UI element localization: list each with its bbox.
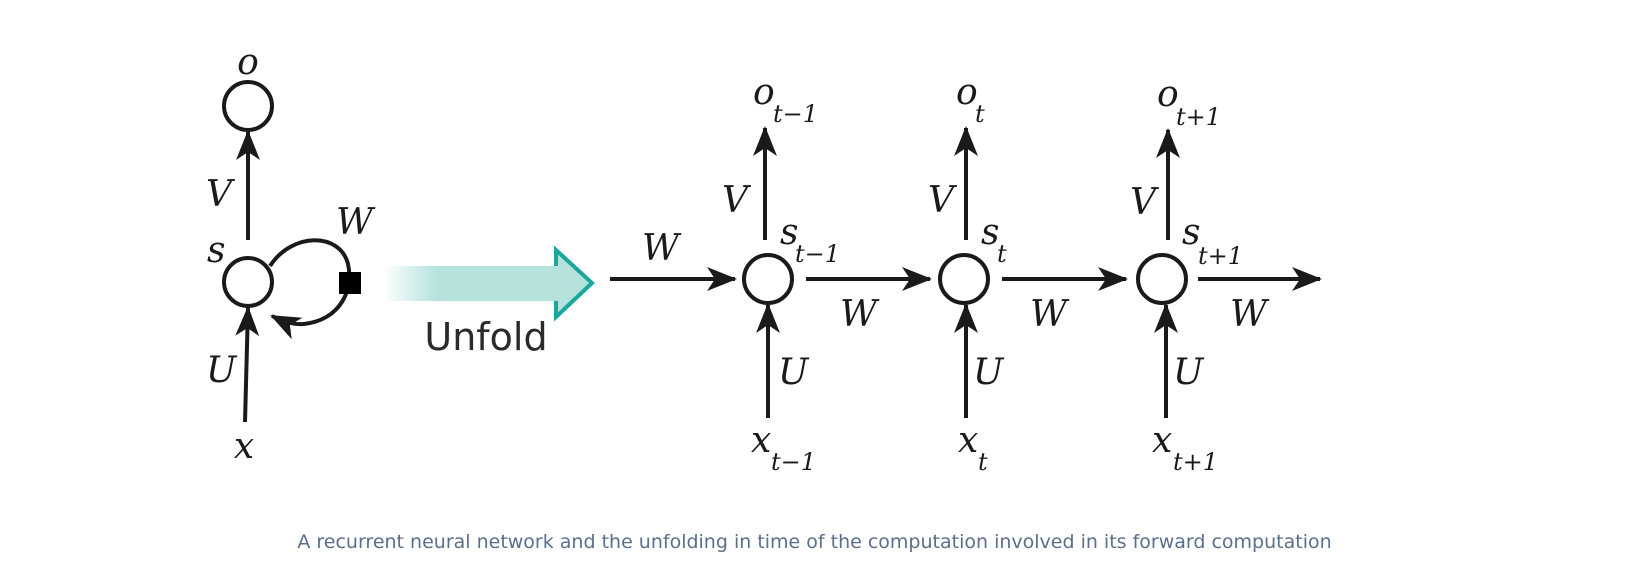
time-step-current: o t V s t W U x t — [928, 72, 1128, 476]
u-label: U — [1173, 352, 1205, 393]
input-label: x — [1152, 420, 1172, 461]
output-subscript: t−1 — [773, 100, 818, 128]
state-label: s — [981, 212, 999, 253]
folded-u-label: U — [206, 350, 238, 391]
state-subscript: t−1 — [795, 240, 840, 268]
state-label: s — [780, 212, 798, 253]
output-label: o — [1157, 74, 1179, 115]
folded-input-label: x — [234, 426, 254, 467]
unfold-arrow: Unfold — [384, 245, 595, 359]
unfold-arrow-head-outline — [554, 245, 595, 322]
input-label: x — [958, 420, 978, 461]
output-label: o — [753, 72, 775, 113]
state-node — [742, 253, 794, 305]
w-label: W — [1030, 294, 1070, 335]
input-subscript: t−1 — [771, 448, 816, 476]
unfold-label: Unfold — [424, 315, 547, 359]
output-subscript: t+1 — [1176, 103, 1221, 131]
w-label: W — [1230, 294, 1270, 335]
time-step-prev: o t−1 V s t−1 W U x t−1 — [722, 72, 932, 476]
unfold-arrow-shape — [384, 250, 592, 317]
folded-u-arrow — [235, 306, 260, 423]
incoming-w-label: W — [642, 228, 682, 269]
folded-recurrent-loop — [268, 238, 352, 340]
unfolded-rnn: W o t−1 V s t−1 W U x t−1 o t V s t — [610, 72, 1322, 476]
output-subscript: t — [975, 100, 985, 128]
w-label: W — [840, 294, 880, 335]
state-node — [1136, 253, 1188, 305]
folded-w-label: W — [336, 202, 376, 243]
folded-rnn: o V s W U x — [206, 42, 376, 467]
folded-output-node — [222, 80, 274, 132]
v-label: V — [722, 180, 752, 221]
v-label: V — [928, 180, 958, 221]
time-step-next: o t+1 V s t+1 W U x t+1 — [1130, 74, 1322, 476]
input-subscript: t — [978, 448, 988, 476]
figure-caption: A recurrent neural network and the unfol… — [297, 531, 1332, 553]
u-label: U — [778, 352, 810, 393]
input-subscript: t+1 — [1173, 448, 1218, 476]
folded-state-node — [222, 256, 274, 308]
state-node — [938, 253, 990, 305]
state-subscript: t — [997, 240, 1007, 268]
folded-state-label: s — [207, 230, 225, 271]
folded-output-label: o — [237, 42, 259, 83]
input-label: x — [751, 420, 771, 461]
folded-delay-square — [339, 272, 361, 294]
v-label: V — [1130, 182, 1160, 223]
state-subscript: t+1 — [1198, 242, 1243, 270]
folded-v-label: V — [206, 174, 236, 215]
u-label: U — [973, 352, 1005, 393]
state-label: s — [1182, 212, 1200, 253]
output-label: o — [956, 72, 978, 113]
